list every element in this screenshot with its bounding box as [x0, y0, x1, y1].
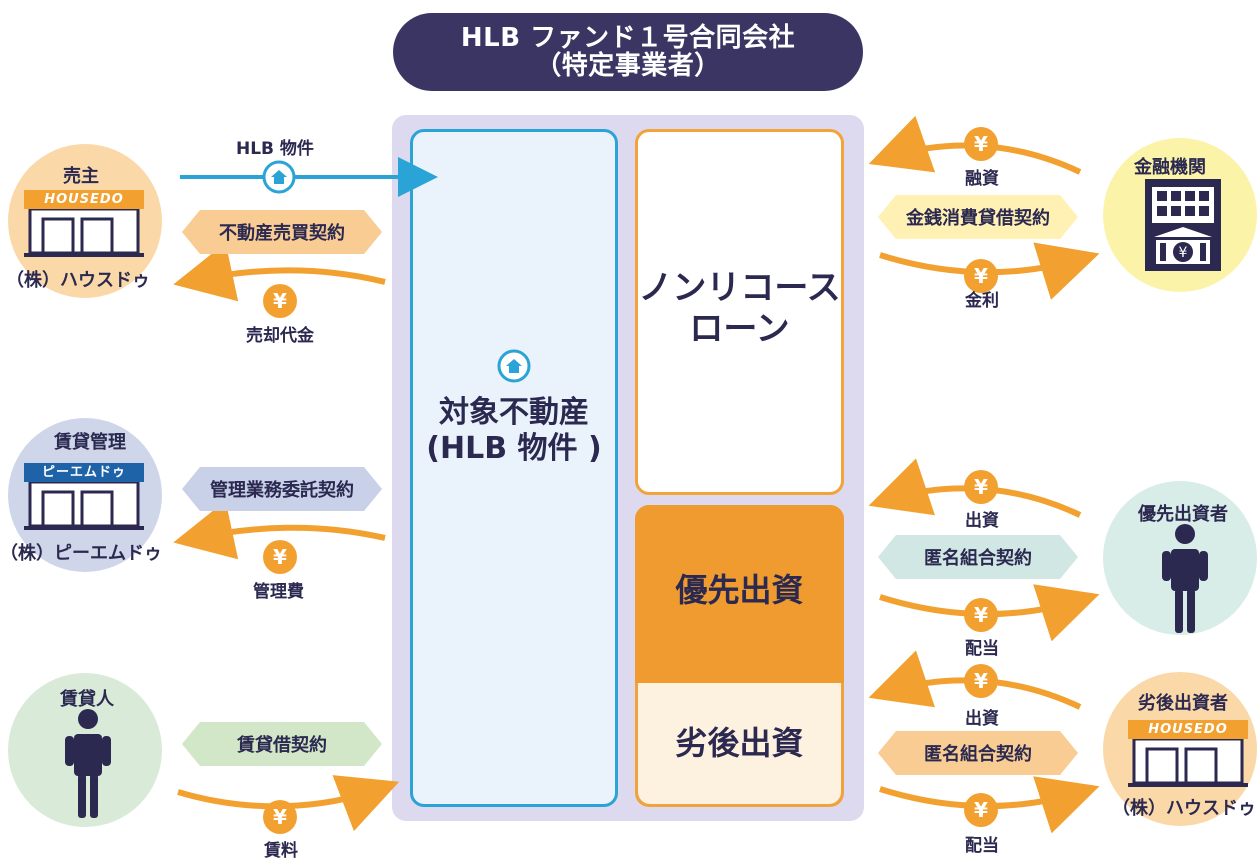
- manager-shop-sign: ピーエムドゥ: [24, 463, 144, 482]
- subordinated-investor-shop: HOUSEDO: [1128, 720, 1248, 788]
- management-fee-label: 管理費: [253, 582, 304, 602]
- seller-company: （株）ハウスドゥ: [6, 270, 150, 291]
- subordinated-equity-label: 劣後出資: [675, 724, 804, 762]
- manager-title: 賃貸管理: [54, 432, 126, 453]
- senior-agreement-band: 匿名組合契約: [878, 535, 1078, 579]
- shop-icon: [1128, 739, 1248, 787]
- senior-equity-area: [635, 505, 844, 683]
- real-estate-label-line-1: 対象不動産: [439, 395, 589, 430]
- real-estate-contract-band: 不動産売買契約: [182, 210, 382, 254]
- subordinated-equity-area: [638, 683, 841, 804]
- interest-label: 金利: [965, 291, 999, 311]
- yen-coin-icon: ¥: [964, 127, 998, 161]
- svg-text:¥: ¥: [1179, 245, 1188, 261]
- manager-company: （株）ピーエムドゥ: [0, 543, 162, 564]
- management-contract-band: 管理業務委託契約: [182, 467, 382, 511]
- title-line-1: HLB ファンド１号合同会社: [460, 22, 796, 53]
- subordinated-investor-title: 劣後出資者: [1138, 693, 1228, 714]
- yen-coin-icon: ¥: [964, 470, 998, 504]
- nonrecourse-loan-box: [635, 129, 844, 495]
- house-icon: [497, 349, 531, 383]
- senior-investment-label: 出資: [965, 511, 999, 531]
- yen-coin-icon: ¥: [964, 664, 998, 698]
- real-estate-label-line-2: (HLB 物件 ): [426, 431, 602, 466]
- person-icon: [1162, 524, 1208, 633]
- subordinated-agreement-band: 匿名組合契約: [878, 731, 1078, 775]
- subordinated-investor-company: （株）ハウスドゥ: [1112, 798, 1256, 819]
- shop-icon: [24, 209, 144, 257]
- yen-coin-icon: ¥: [263, 284, 297, 318]
- property-transfer-label: HLB 物件: [236, 139, 314, 159]
- nonrecourse-loan-line-1: ノンリコース: [638, 268, 841, 308]
- real-estate-label: 対象不動産 (HLB 物件 ): [410, 395, 618, 467]
- loan-contract-band: 金銭消費貸借契約: [878, 195, 1078, 239]
- person-icon: [65, 709, 111, 818]
- lease-contract-band: 賃貸借契約: [182, 722, 382, 766]
- sale-proceeds-flow: [173, 242, 386, 302]
- subordinated-dividend-label: 配当: [965, 836, 999, 856]
- lessee-title: 賃貸人: [60, 689, 114, 710]
- title-line-2: （特定事業者）: [535, 51, 721, 81]
- subordinated-investment-label: 出資: [965, 709, 999, 729]
- management-fee-flow: [173, 500, 386, 560]
- seller-title: 売主: [63, 166, 99, 187]
- sale-proceeds-label: 売却代金: [246, 326, 314, 346]
- yen-coin-icon: ¥: [964, 259, 998, 293]
- subordinated-investor-shop-sign: HOUSEDO: [1128, 720, 1248, 739]
- nonrecourse-loan-line-2: ローン: [689, 308, 790, 349]
- financing-label: 融資: [965, 169, 999, 189]
- manager-shop: ピーエムドゥ: [24, 463, 144, 531]
- senior-dividend-label: 配当: [965, 639, 999, 659]
- bank-title: 金融機関: [1134, 157, 1206, 178]
- nonrecourse-loan-label: ノンリコース ローン: [635, 268, 844, 350]
- shop-icon: [24, 482, 144, 530]
- yen-coin-icon: ¥: [964, 598, 998, 632]
- senior-equity-label: 優先出資: [675, 571, 804, 609]
- seller-shop-sign: HOUSEDO: [24, 190, 144, 209]
- senior-investor-title: 優先出資者: [1138, 504, 1228, 525]
- seller-shop: HOUSEDO: [24, 190, 144, 258]
- yen-coin-icon: ¥: [263, 800, 297, 834]
- bank-building-icon: ¥: [1145, 179, 1221, 271]
- yen-coin-icon: ¥: [964, 793, 998, 827]
- rent-label: 賃料: [264, 841, 298, 861]
- title-pill: HLB ファンド１号合同会社 （特定事業者）: [393, 13, 863, 91]
- real-estate-box: [410, 129, 618, 807]
- house-icon: [262, 160, 296, 194]
- yen-coin-icon: ¥: [263, 540, 297, 574]
